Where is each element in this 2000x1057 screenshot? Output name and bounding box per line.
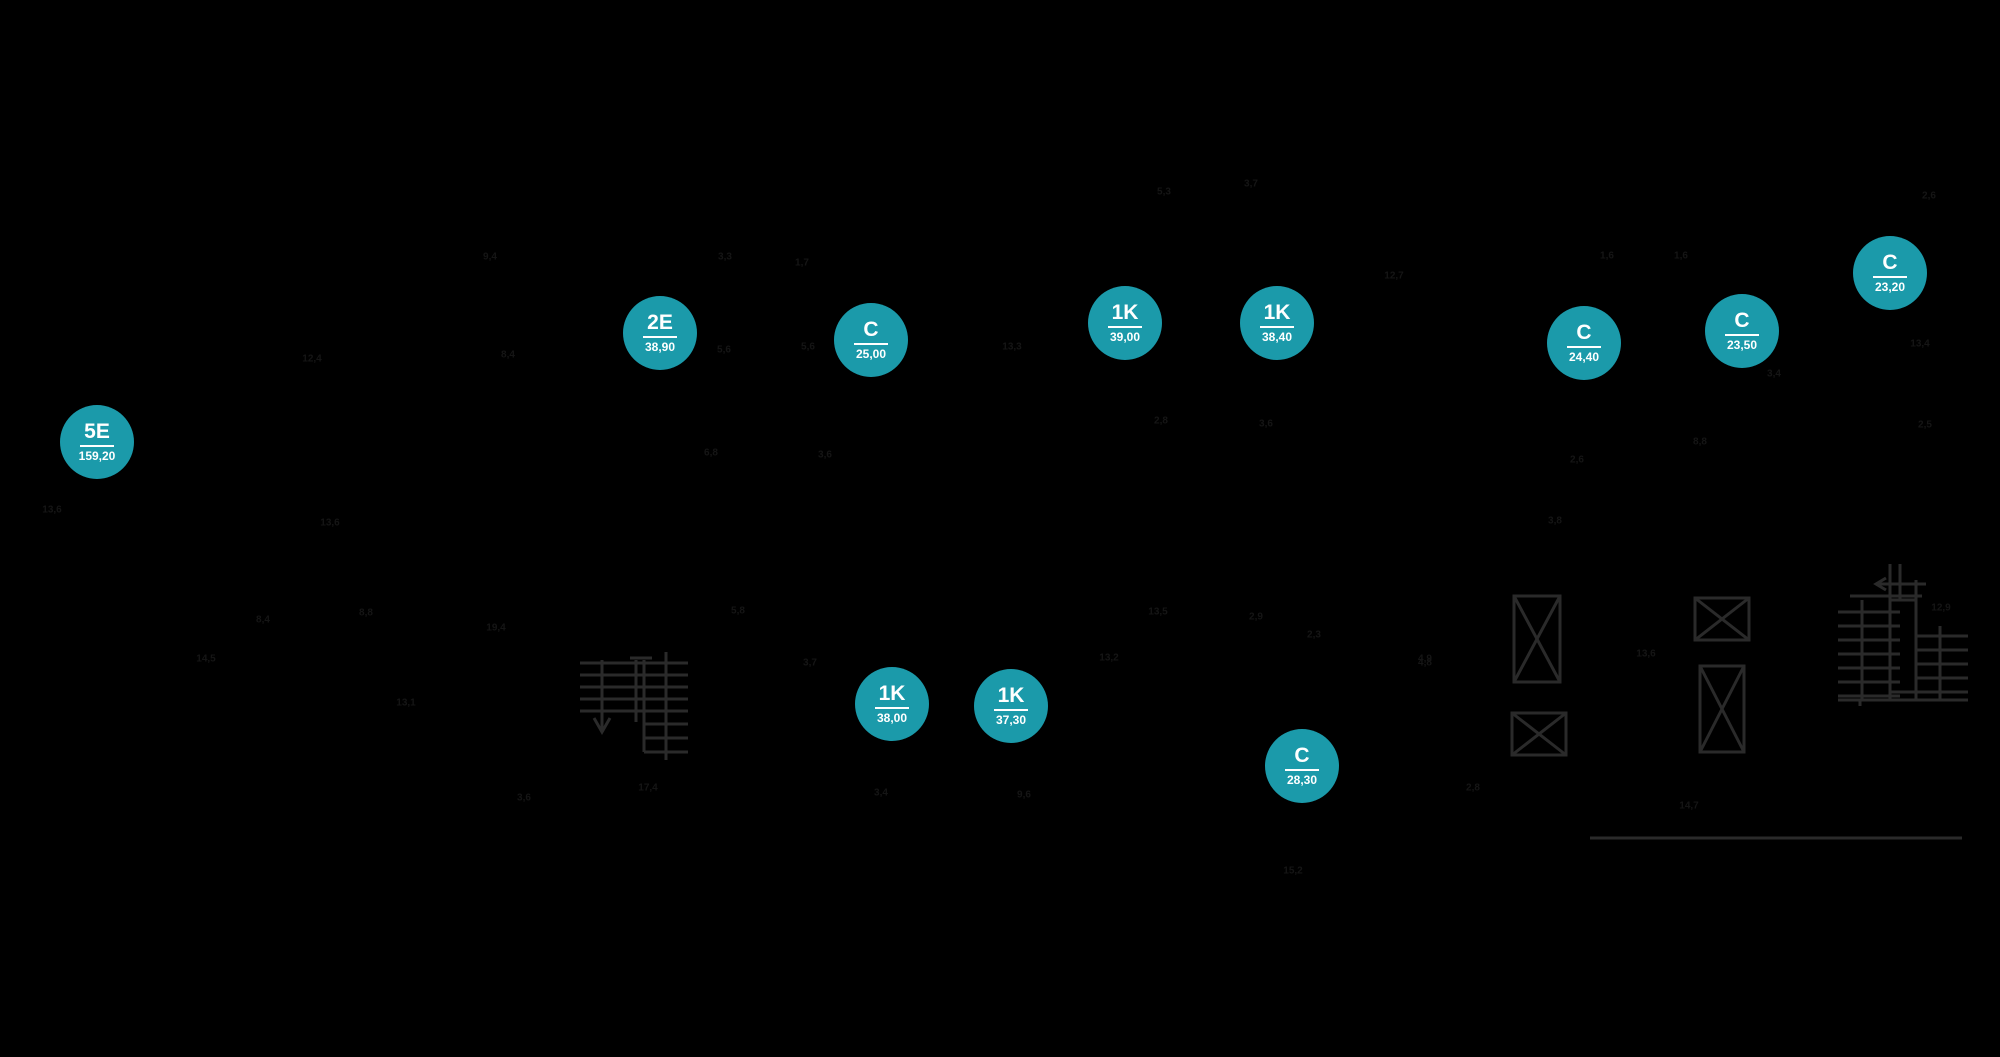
room-area-label: 3,6	[818, 449, 832, 461]
room-area-label: 4,8	[1418, 657, 1432, 669]
room-area-label: 2,5	[1918, 419, 1932, 431]
room-area-label: 12,7	[1384, 270, 1404, 282]
unit-marker-1k-38-40[interactable]: 1K 38,40	[1240, 286, 1314, 360]
unit-area: 23,50	[1726, 338, 1758, 352]
room-area-label: 13,1	[396, 697, 416, 709]
unit-code: C	[1294, 744, 1310, 767]
unit-area: 37,30	[995, 713, 1027, 727]
room-area-label: 12,4	[302, 353, 322, 365]
room-area-label: 17,4	[638, 782, 658, 794]
room-area-label: 13,6	[1636, 648, 1656, 660]
room-area-label: 13,3	[1002, 341, 1022, 353]
unit-code: 5E	[84, 420, 110, 443]
unit-area: 38,00	[876, 711, 908, 725]
unit-area: 159,20	[78, 449, 116, 463]
room-area-label: 2,9	[1249, 611, 1263, 623]
unit-code: C	[1734, 309, 1750, 332]
unit-code: 1K	[878, 682, 906, 705]
unit-marker-1k-38[interactable]: 1K 38,00	[855, 667, 929, 741]
room-area-label: 15,2	[1283, 865, 1303, 877]
room-area-label: 5,3	[1157, 186, 1171, 198]
room-area-label: 4,9	[1418, 653, 1432, 665]
room-area-label: 2,6	[1922, 190, 1936, 202]
room-area-label: 8,4	[256, 614, 270, 626]
room-area-label: 8,8	[1693, 436, 1707, 448]
room-area-label: 13,4	[1910, 338, 1930, 350]
unit-code: 1K	[1263, 301, 1291, 324]
room-area-label: 8,8	[359, 607, 373, 619]
room-area-label: 3,4	[1767, 368, 1781, 380]
room-area-label: 2,6	[1570, 454, 1584, 466]
unit-area: 28,30	[1286, 773, 1318, 787]
unit-marker-c-25[interactable]: C 25,00	[834, 303, 908, 377]
unit-code: C	[863, 318, 879, 341]
fraction-line	[1725, 334, 1759, 336]
fraction-line	[875, 707, 909, 709]
room-area-label: 5,8	[731, 605, 745, 617]
unit-area: 38,40	[1261, 330, 1293, 344]
room-area-label: 8,4	[501, 349, 515, 361]
unit-area: 25,00	[855, 347, 887, 361]
unit-area: 39,00	[1109, 330, 1141, 344]
room-area-label: 5,6	[801, 341, 815, 353]
unit-code: 1K	[997, 684, 1025, 707]
fraction-line	[80, 445, 114, 447]
unit-code: 1K	[1111, 301, 1139, 324]
unit-marker-c-28-30[interactable]: C 28,30	[1265, 729, 1339, 803]
room-area-label: 13,2	[1099, 652, 1119, 664]
room-area-label: 3,7	[803, 657, 817, 669]
elevator-symbol-right	[1693, 596, 1751, 754]
unit-marker-1k-37-30[interactable]: 1K 37,30	[974, 669, 1048, 743]
room-area-label: 1,7	[795, 257, 809, 269]
room-area-label: 3,6	[1259, 418, 1273, 430]
room-area-label: 13,6	[42, 504, 62, 516]
unit-area: 24,40	[1568, 350, 1600, 364]
unit-code: 2E	[647, 311, 673, 334]
room-area-label: 3,3	[718, 251, 732, 263]
fraction-line	[1260, 326, 1294, 328]
room-area-label: 3,7	[1244, 178, 1258, 190]
stair-symbol-right	[1838, 564, 1968, 706]
fraction-line	[994, 709, 1028, 711]
room-area-label: 12,9	[1931, 602, 1951, 614]
unit-code: C	[1882, 251, 1898, 274]
room-area-label: 3,4	[874, 787, 888, 799]
stair-symbol-left	[580, 652, 688, 760]
room-area-label: 2,3	[1307, 629, 1321, 641]
room-area-label: 9,4	[483, 251, 497, 263]
fraction-line	[1285, 769, 1319, 771]
fraction-line	[643, 336, 677, 338]
unit-marker-c-23-50[interactable]: C 23,50	[1705, 294, 1779, 368]
fraction-line	[1873, 276, 1907, 278]
room-area-label: 14,5	[196, 653, 216, 665]
room-area-label: 2,8	[1154, 415, 1168, 427]
room-area-label: 6,8	[704, 447, 718, 459]
unit-area: 23,20	[1874, 280, 1906, 294]
unit-marker-5e[interactable]: 5E 159,20	[60, 405, 134, 479]
room-area-label: 14,7	[1679, 800, 1699, 812]
unit-marker-1k-39[interactable]: 1K 39,00	[1088, 286, 1162, 360]
room-area-label: 3,6	[517, 792, 531, 804]
fraction-line	[1108, 326, 1142, 328]
elevator-symbol-left	[1510, 594, 1568, 757]
room-area-label: 19,4	[486, 622, 506, 634]
room-area-label: 9,6	[1017, 789, 1031, 801]
unit-area: 38,90	[644, 340, 676, 354]
room-area-label: 13,5	[1148, 606, 1168, 618]
room-area-label: 1,6	[1600, 250, 1614, 262]
fraction-line	[854, 343, 888, 345]
unit-marker-c-23-20[interactable]: C 23,20	[1853, 236, 1927, 310]
room-area-label: 1,6	[1674, 250, 1688, 262]
room-area-label: 13,6	[320, 517, 340, 529]
fraction-line	[1567, 346, 1601, 348]
unit-code: C	[1576, 321, 1592, 344]
unit-marker-c-24-40[interactable]: C 24,40	[1547, 306, 1621, 380]
room-area-label: 3,8	[1548, 515, 1562, 527]
room-area-label: 5,6	[717, 344, 731, 356]
room-area-label: 2,8	[1466, 782, 1480, 794]
unit-marker-2e[interactable]: 2E 38,90	[623, 296, 697, 370]
